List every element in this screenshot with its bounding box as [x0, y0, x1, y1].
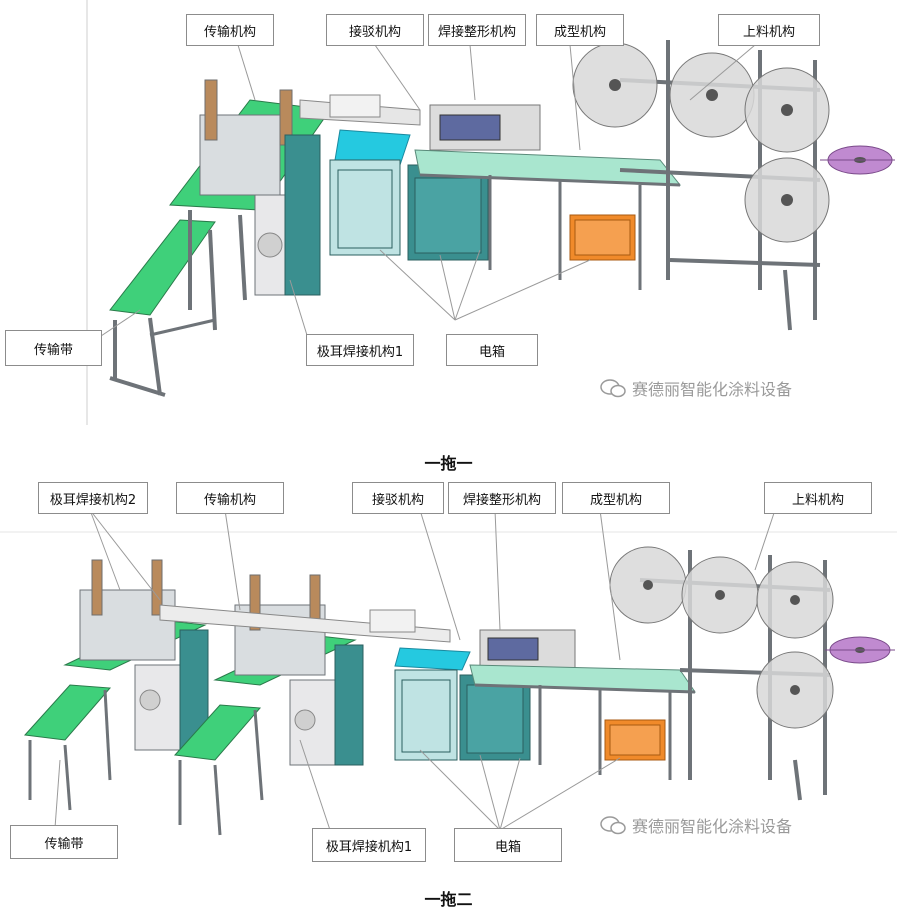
watermark-text: 赛德丽智能化涂料设备 [632, 380, 793, 399]
caption-one-to-two: 一拖二 [424, 890, 473, 909]
label-forming-mech: 成型机构 [562, 482, 670, 514]
label-feeding-mech: 上料机构 [718, 14, 820, 46]
label-conveyor-mech: 传输机构 [176, 482, 284, 514]
wechat-icon [600, 816, 626, 835]
material-rolls-2 [609, 546, 834, 729]
ear-weld-station-1 [169, 79, 331, 310]
label-splice-mech: 接驳机构 [352, 482, 444, 514]
ear-weld-station-1b [173, 574, 364, 836]
diagram-one-to-two: 极耳焊接机构2 传输机构 接驳机构 焊接整形机构 成型机构 上料机构 传输带 极… [0, 480, 897, 885]
label-electric-box: 电箱 [454, 828, 562, 862]
label-conveyor-belt: 传输带 [10, 825, 118, 859]
diagram-one-to-one: 传输机构 接驳机构 焊接整形机构 成型机构 上料机构 传输带 极耳焊接机构1 电… [0, 0, 897, 430]
electric-box-2 [394, 669, 531, 761]
label-forming-mech: 成型机构 [536, 14, 624, 46]
watermark-text: 赛德丽智能化涂料设备 [632, 817, 793, 836]
label-electric-box: 电箱 [446, 334, 538, 366]
label-splice-mech: 接驳机构 [326, 14, 424, 46]
label-ear-weld-mech-2: 极耳焊接机构2 [38, 482, 148, 514]
conveyor-belt-1 [109, 219, 217, 397]
label-ear-weld-mech-1: 极耳焊接机构1 [312, 828, 426, 862]
label-conveyor-mech: 传输机构 [186, 14, 274, 46]
label-ear-weld-mech-1: 极耳焊接机构1 [306, 334, 414, 366]
label-conveyor-belt: 传输带 [5, 330, 102, 366]
watermark: 赛德丽智能化涂料设备 [600, 376, 792, 400]
label-feeding-mech: 上料机构 [764, 482, 872, 514]
wechat-icon [600, 379, 626, 398]
caption-one-to-one: 一拖一 [424, 454, 473, 473]
watermark: 赛德丽智能化涂料设备 [600, 813, 792, 837]
label-weld-shape-mech: 焊接整形机构 [448, 482, 556, 514]
material-rolls-1 [572, 42, 830, 243]
ear-weld-station-2 [23, 559, 209, 811]
electric-box-1 [329, 159, 489, 261]
machine-illustration-2 [0, 509, 897, 836]
label-weld-shape-mech: 焊接整形机构 [428, 14, 526, 46]
machine-illustration-1 [86, 0, 895, 425]
